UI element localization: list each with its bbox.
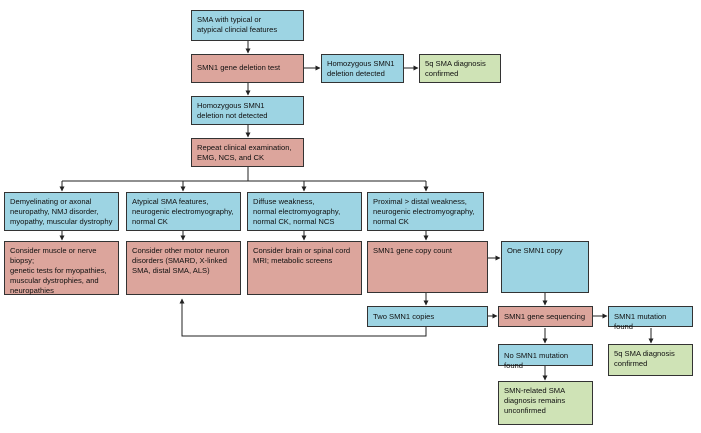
node-diagnosis-5q-bottom-label: 5q SMA diagnosis confirmed <box>614 349 675 368</box>
node-copy-count-label: SMN1 gene copy count <box>373 246 452 255</box>
node-sequencing: SMN1 gene sequencing <box>498 306 593 327</box>
node-proximal: Proximal > distal weakness, neurogenic e… <box>367 192 484 231</box>
branch-line-repeat <box>62 167 426 182</box>
node-consider-brain-label: Consider brain or spinal cord MRI; metab… <box>253 246 351 265</box>
node-diagnosis-5q-top: 5q SMA diagnosis confirmed <box>419 54 501 83</box>
node-one-copy: One SMN1 copy <box>501 241 589 293</box>
node-sequencing-label: SMN1 gene sequencing <box>504 312 586 321</box>
node-mutation-found-label: SMN1 mutation found <box>614 312 667 331</box>
node-consider-motor: Consider other motor neuron disorders (S… <box>126 241 241 295</box>
node-repeat-exam: Repeat clinical examination, EMG, NCS, a… <box>191 138 304 167</box>
node-consider-motor-label: Consider other motor neuron disorders (S… <box>132 246 230 275</box>
node-diffuse-label: Diffuse weakness, normal electromyograph… <box>253 197 341 226</box>
node-copy-count: SMN1 gene copy count <box>367 241 488 293</box>
node-smn-related-label: SMN-related SMA diagnosis remains unconf… <box>504 386 566 415</box>
node-consider-muscle: Consider muscle or nerve biopsy; genetic… <box>4 241 119 295</box>
node-mutation-found: SMN1 mutation found <box>608 306 693 331</box>
node-one-copy-label: One SMN1 copy <box>507 246 563 255</box>
node-no-mutation-label: No SMN1 mutation found <box>504 351 569 370</box>
node-homozygous-detected-label: Homozygous SMN1 deletion detected <box>327 59 395 78</box>
node-diagnosis-5q-bottom: 5q SMA diagnosis confirmed <box>608 344 693 376</box>
arrow-two-to-motor <box>179 298 427 337</box>
node-atypical: Atypical SMA features, neurogenic electr… <box>126 192 241 231</box>
node-start-label: SMA with typical or atypical clincial fe… <box>197 15 278 34</box>
node-repeat-exam-label: Repeat clinical examination, EMG, NCS, a… <box>197 143 292 162</box>
node-atypical-label: Atypical SMA features, neurogenic electr… <box>132 197 234 226</box>
node-homozygous-detected: Homozygous SMN1 deletion detected <box>321 54 404 83</box>
node-not-detected-label: Homozygous SMN1 deletion not detected <box>197 101 268 120</box>
node-two-copies: Two SMN1 copies <box>367 306 488 327</box>
node-demyelinating-label: Demyelinating or axonal neuropathy, NMJ … <box>10 197 113 226</box>
node-start: SMA with typical or atypical clincial fe… <box>191 10 304 41</box>
node-deletion-test: SMN1 gene deletion test <box>191 54 304 83</box>
node-two-copies-label: Two SMN1 copies <box>373 312 435 321</box>
node-diagnosis-5q-top-label: 5q SMA diagnosis confirmed <box>425 59 486 78</box>
node-not-detected: Homozygous SMN1 deletion not detected <box>191 96 304 125</box>
node-deletion-test-label: SMN1 gene deletion test <box>197 63 281 72</box>
node-consider-muscle-label: Consider muscle or nerve biopsy; genetic… <box>10 246 107 295</box>
node-diffuse: Diffuse weakness, normal electromyograph… <box>247 192 362 231</box>
node-no-mutation: No SMN1 mutation found <box>498 344 593 370</box>
node-proximal-label: Proximal > distal weakness, neurogenic e… <box>373 197 475 226</box>
node-consider-brain: Consider brain or spinal cord MRI; metab… <box>247 241 362 295</box>
node-smn-related: SMN-related SMA diagnosis remains unconf… <box>498 381 593 425</box>
node-demyelinating: Demyelinating or axonal neuropathy, NMJ … <box>4 192 119 231</box>
